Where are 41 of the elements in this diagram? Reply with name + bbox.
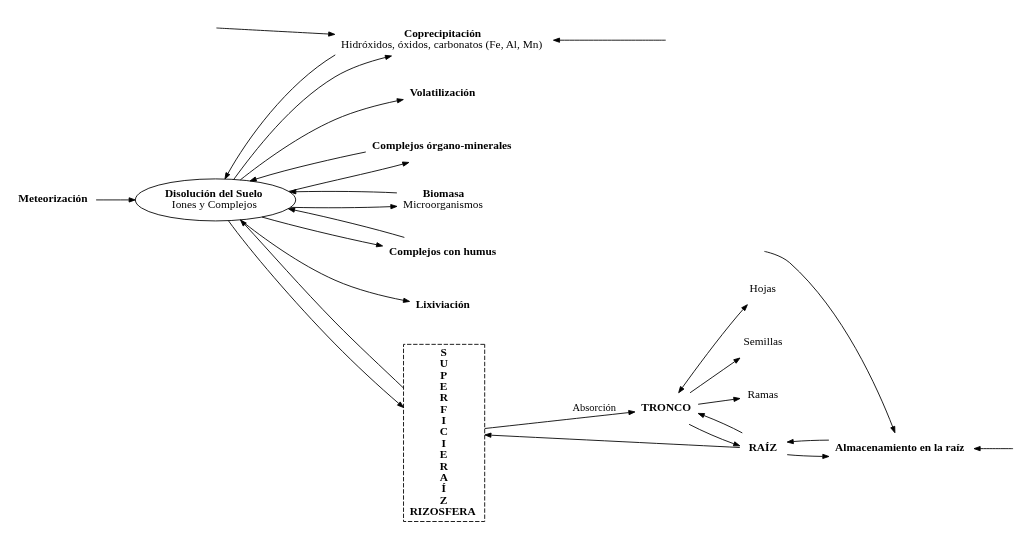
arrow	[288, 207, 405, 238]
node-text: Almacenamiento en la raíz	[835, 440, 965, 453]
arrow	[289, 188, 398, 194]
arrow	[249, 151, 367, 182]
node-text: Lixiviación	[415, 297, 470, 310]
arrow	[240, 219, 404, 388]
node-text: TRONCO	[641, 400, 692, 413]
arrow	[688, 423, 741, 446]
arrow	[786, 453, 830, 459]
node-text: Meteorización	[18, 191, 88, 204]
arrow	[553, 37, 667, 43]
node-text: Complejos con humus	[389, 244, 497, 257]
node-text: Volatilización	[409, 85, 476, 98]
node-text: Hojas	[749, 281, 776, 294]
arrow	[288, 161, 410, 192]
arrow	[95, 196, 136, 202]
node-text: Biomasa Microorganismos	[403, 186, 483, 210]
arrow	[689, 357, 741, 393]
node-text: Ramas	[747, 387, 779, 400]
arrow	[227, 219, 404, 408]
arrow	[973, 445, 1014, 451]
arrow	[678, 303, 748, 393]
arrow	[290, 203, 398, 209]
node-box: S U P E R F I C I E R A Í Z RIZOSFERA	[403, 343, 486, 522]
edge-label: Absorción	[572, 401, 617, 413]
arrow	[233, 54, 392, 180]
node-text: Coprecipitación Hidróxidos, óxidos, carbonatos (Fe, Al, Mn)	[341, 26, 543, 50]
arrow	[764, 250, 896, 433]
arrow	[261, 216, 384, 247]
node-text: Complejos órgano-minerales	[372, 138, 512, 151]
arrow	[239, 97, 404, 180]
arrow	[224, 53, 336, 179]
arrow	[484, 432, 741, 448]
arrow	[484, 409, 636, 429]
arrow	[216, 27, 336, 37]
arrow	[697, 412, 743, 433]
node-text: RAÍZ	[748, 440, 778, 453]
arrow	[697, 396, 741, 405]
arrow	[786, 438, 830, 444]
arrow	[239, 218, 410, 303]
node-text: Semillas	[743, 334, 783, 347]
